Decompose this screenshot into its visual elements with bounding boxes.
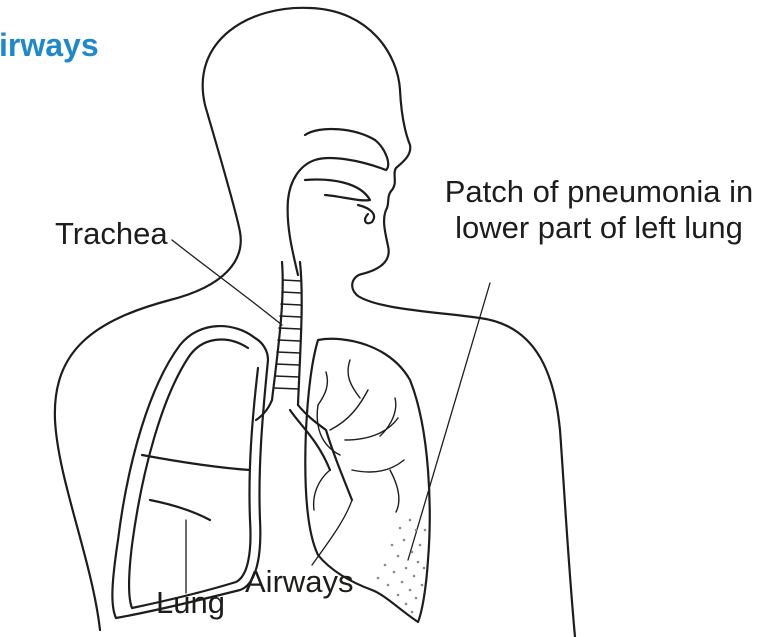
- leader-patch: [408, 283, 490, 560]
- trachea-rings: [274, 280, 301, 389]
- nasal-cavity: [288, 129, 389, 275]
- label-pneumonia-line1: Patch of pneumonia in: [423, 174, 775, 210]
- leader-trachea: [172, 240, 282, 325]
- pneumonia-patch: [377, 519, 427, 614]
- trachea-outline: [272, 262, 302, 405]
- label-lung: Lung: [156, 585, 225, 621]
- label-trachea: Trachea: [55, 216, 168, 252]
- diagram-title: irways: [0, 27, 99, 64]
- bronchi: [256, 400, 352, 500]
- lung-right-inner: [129, 340, 258, 608]
- lung-right-fissure: [142, 455, 250, 520]
- label-airways: Airways: [245, 564, 354, 600]
- label-pneumonia-line2: lower part of left lung: [423, 210, 775, 246]
- mouth-cavity: [305, 180, 374, 224]
- label-pneumonia-patch: Patch of pneumonia in lower part of left…: [423, 174, 775, 246]
